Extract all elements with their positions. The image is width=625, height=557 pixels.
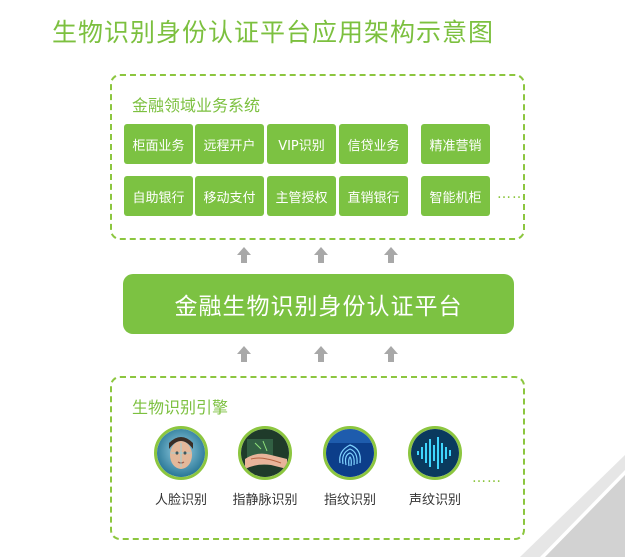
financial-more-ellipsis: …… xyxy=(497,186,527,202)
engine-item-finger-vein: 指静脉识别 xyxy=(225,426,305,508)
fingerprint-label: 指纹识别 xyxy=(323,493,376,508)
engine-item-fingerprint: 指纹识别 xyxy=(310,426,390,508)
financial-domain-frame: 金融领域业务系统 xyxy=(110,74,525,240)
remote-account-box: 远程开户 xyxy=(195,124,264,164)
page-title: 生物识别身份认证平台应用架构示意图 xyxy=(52,18,495,47)
financial-domain-label: 金融领域业务系统 xyxy=(132,96,261,115)
arrow-up-icon xyxy=(314,247,328,265)
face-recognition-label: 人脸识别 xyxy=(154,493,207,508)
direct-bank-box: 直销银行 xyxy=(339,176,408,216)
arrow-up-icon xyxy=(384,346,398,364)
finger-vein-label: 指静脉识别 xyxy=(232,493,298,508)
engine-more-ellipsis: …… xyxy=(472,470,502,486)
biometric-platform-box: 金融生物识别身份认证平台 xyxy=(123,274,514,334)
arrow-up-icon xyxy=(384,247,398,265)
engine-item-face: 人脸识别 xyxy=(141,426,221,508)
fingerprint-icon xyxy=(323,426,377,480)
self-service-bank-box: 自助银行 xyxy=(124,176,193,216)
mobile-payment-box: 移动支付 xyxy=(195,176,264,216)
smart-cabinet-box: 智能机柜 xyxy=(421,176,490,216)
credit-business-box: 信贷业务 xyxy=(339,124,408,164)
biometric-engine-label: 生物识别引擎 xyxy=(132,398,229,417)
precision-marketing-box: 精准营销 xyxy=(421,124,490,164)
voiceprint-label: 声纹识别 xyxy=(408,493,461,508)
biometric-engine-frame: 生物识别引擎 xyxy=(110,376,525,540)
arrow-up-icon xyxy=(314,346,328,364)
vip-recognition-box: VIP识别 xyxy=(267,124,336,164)
arrow-up-icon xyxy=(237,247,251,265)
supervisor-authorization-box: 主管授权 xyxy=(267,176,336,216)
face-recognition-icon xyxy=(154,426,208,480)
voiceprint-icon xyxy=(408,426,462,480)
arrow-up-icon xyxy=(237,346,251,364)
finger-vein-icon xyxy=(238,426,292,480)
engine-item-voiceprint: 声纹识别 xyxy=(395,426,475,508)
counter-business-box: 柜面业务 xyxy=(124,124,193,164)
